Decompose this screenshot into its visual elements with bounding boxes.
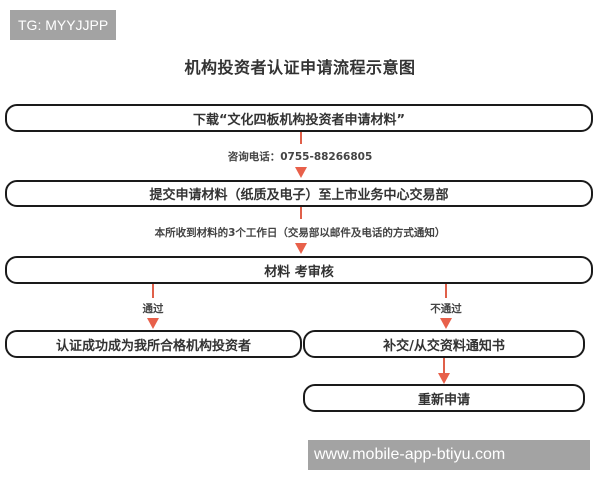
arrow-down-icon bbox=[147, 318, 159, 329]
arrow-shaft bbox=[300, 207, 302, 219]
arrow-down-icon bbox=[440, 318, 452, 329]
step-certified: 认证成功成为我所合格机构投资者 bbox=[5, 330, 302, 358]
step-download-materials: 下载“文化四板机构投资者申请材料” bbox=[5, 104, 593, 132]
step-reapply: 重新申请 bbox=[303, 384, 585, 412]
diagram-title: 机构投资者认证申请流程示意图 bbox=[184, 58, 416, 77]
step-label: 重新申请 bbox=[417, 392, 470, 408]
step-label: 补交/从交资料通知书 bbox=[383, 338, 505, 354]
arrow-shaft bbox=[443, 358, 445, 374]
consult-phone-note: 咨询电话：0755-88266805 bbox=[227, 151, 373, 163]
step-label: 材料 考审核 bbox=[264, 264, 334, 280]
pass-label: 通过 bbox=[142, 303, 164, 315]
step-review: 材料 考审核 bbox=[5, 256, 593, 284]
step-label: 下载“文化四板机构投资者申请材料” bbox=[192, 112, 406, 128]
arrow-down-icon bbox=[295, 167, 307, 178]
watermark-top: TG: MYYJJPP bbox=[10, 10, 117, 40]
step-label: 提交申请材料（纸质及电子）至上市业务中心交易部 bbox=[149, 188, 449, 203]
arrow-shaft-fail bbox=[445, 284, 447, 298]
arrow-down-icon bbox=[295, 243, 307, 254]
step-label: 认证成功成为我所合格机构投资者 bbox=[55, 338, 251, 354]
watermark-bottom: www.mobile-app-btiyu.com bbox=[308, 440, 590, 470]
receive-notice-note: 本所收到材料的3个工作日（交易部以邮件及电话的方式通知） bbox=[154, 227, 446, 239]
step-submit-materials: 提交申请材料（纸质及电子）至上市业务中心交易部 bbox=[5, 180, 593, 207]
step-resubmit-notice: 补交/从交资料通知书 bbox=[303, 330, 585, 358]
arrow-down-icon bbox=[438, 373, 450, 384]
fail-label: 不通过 bbox=[430, 303, 462, 315]
arrow-shaft bbox=[300, 132, 302, 144]
arrow-shaft-pass bbox=[152, 284, 154, 298]
